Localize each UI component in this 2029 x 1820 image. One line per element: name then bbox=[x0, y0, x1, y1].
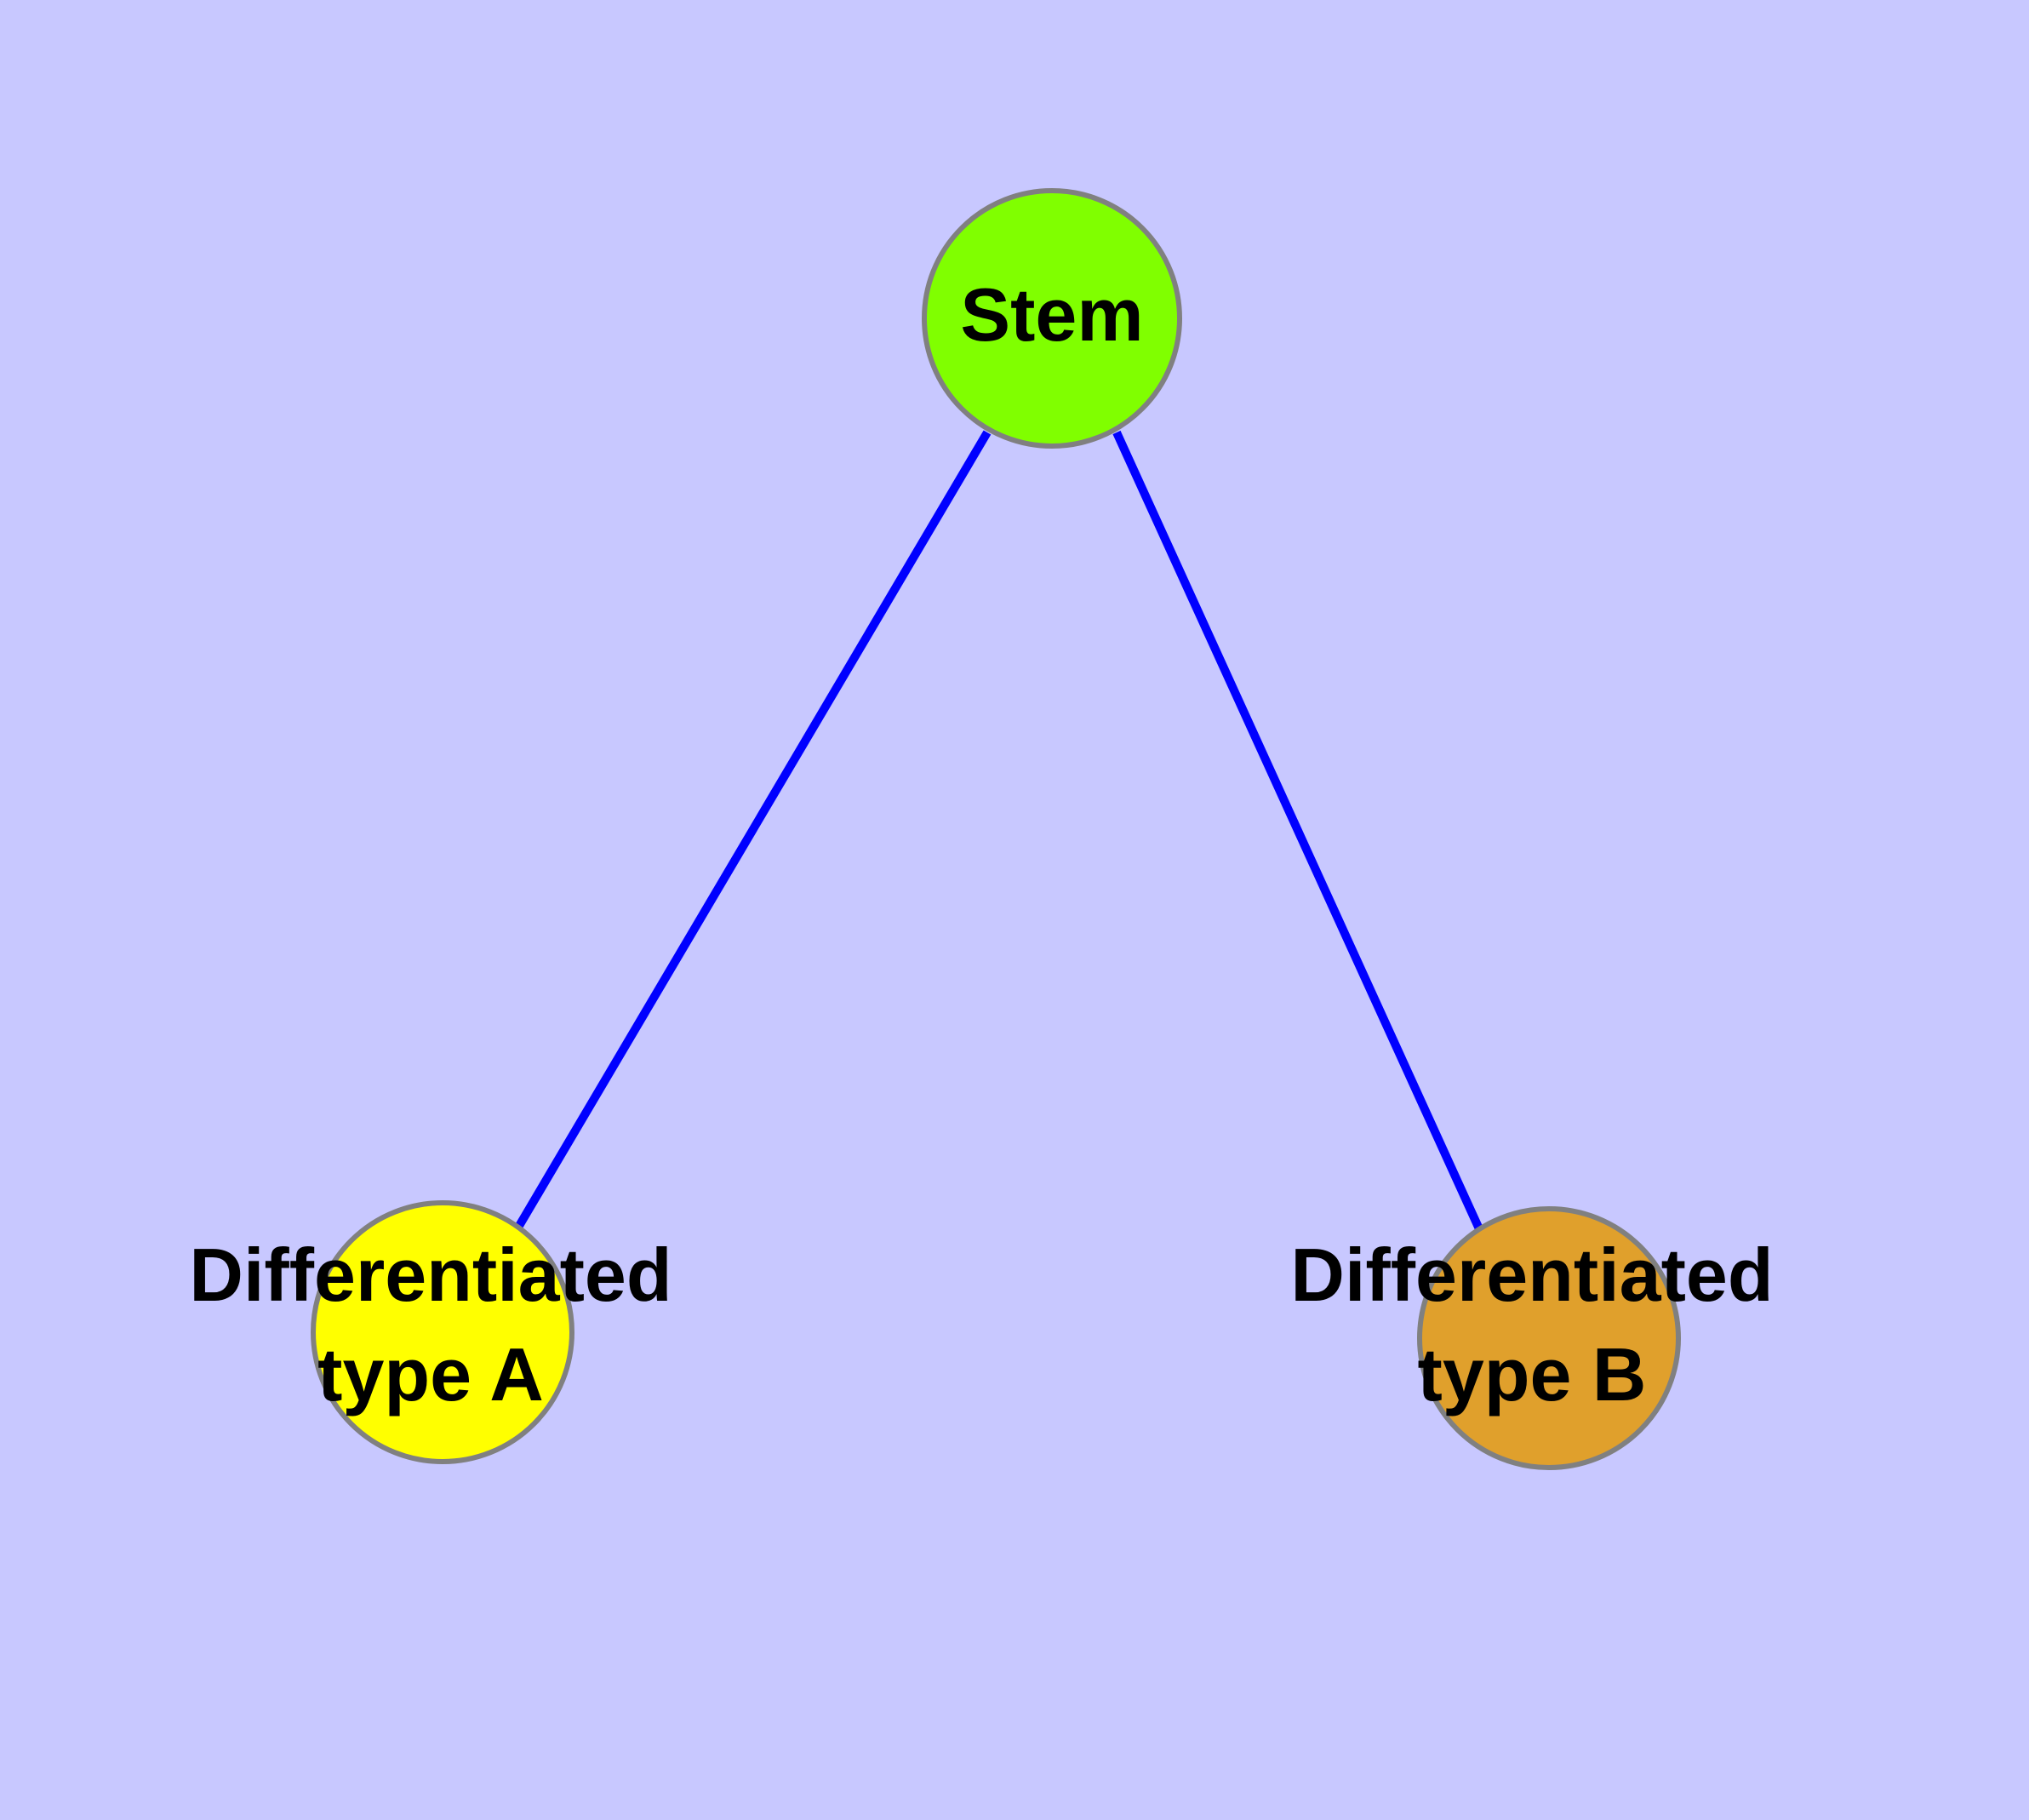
edges-group bbox=[515, 430, 1485, 1235]
edge-stem-to-differentiated-type-b[interactable] bbox=[1112, 430, 1485, 1235]
node-label-differentiated-type-a-line2: type A bbox=[317, 1332, 544, 1417]
nodes-group bbox=[311, 188, 1681, 1470]
node-label-differentiated-type-b-line1: Differentiated bbox=[1290, 1233, 1773, 1317]
node-label-differentiated-type-a-line1: Differentiated bbox=[189, 1233, 672, 1317]
node-differentiated-type-a[interactable] bbox=[311, 1200, 574, 1464]
node-stem[interactable] bbox=[922, 188, 1182, 449]
node-differentiated-type-b[interactable] bbox=[1417, 1206, 1681, 1470]
node-label-differentiated-type-b-line2: type B bbox=[1418, 1332, 1647, 1417]
node-label-stem: Stem bbox=[960, 272, 1143, 357]
labels-group: Stem Differentiated type A Differentiate… bbox=[189, 272, 1773, 1417]
edge-stem-to-differentiated-type-a[interactable] bbox=[515, 430, 992, 1228]
